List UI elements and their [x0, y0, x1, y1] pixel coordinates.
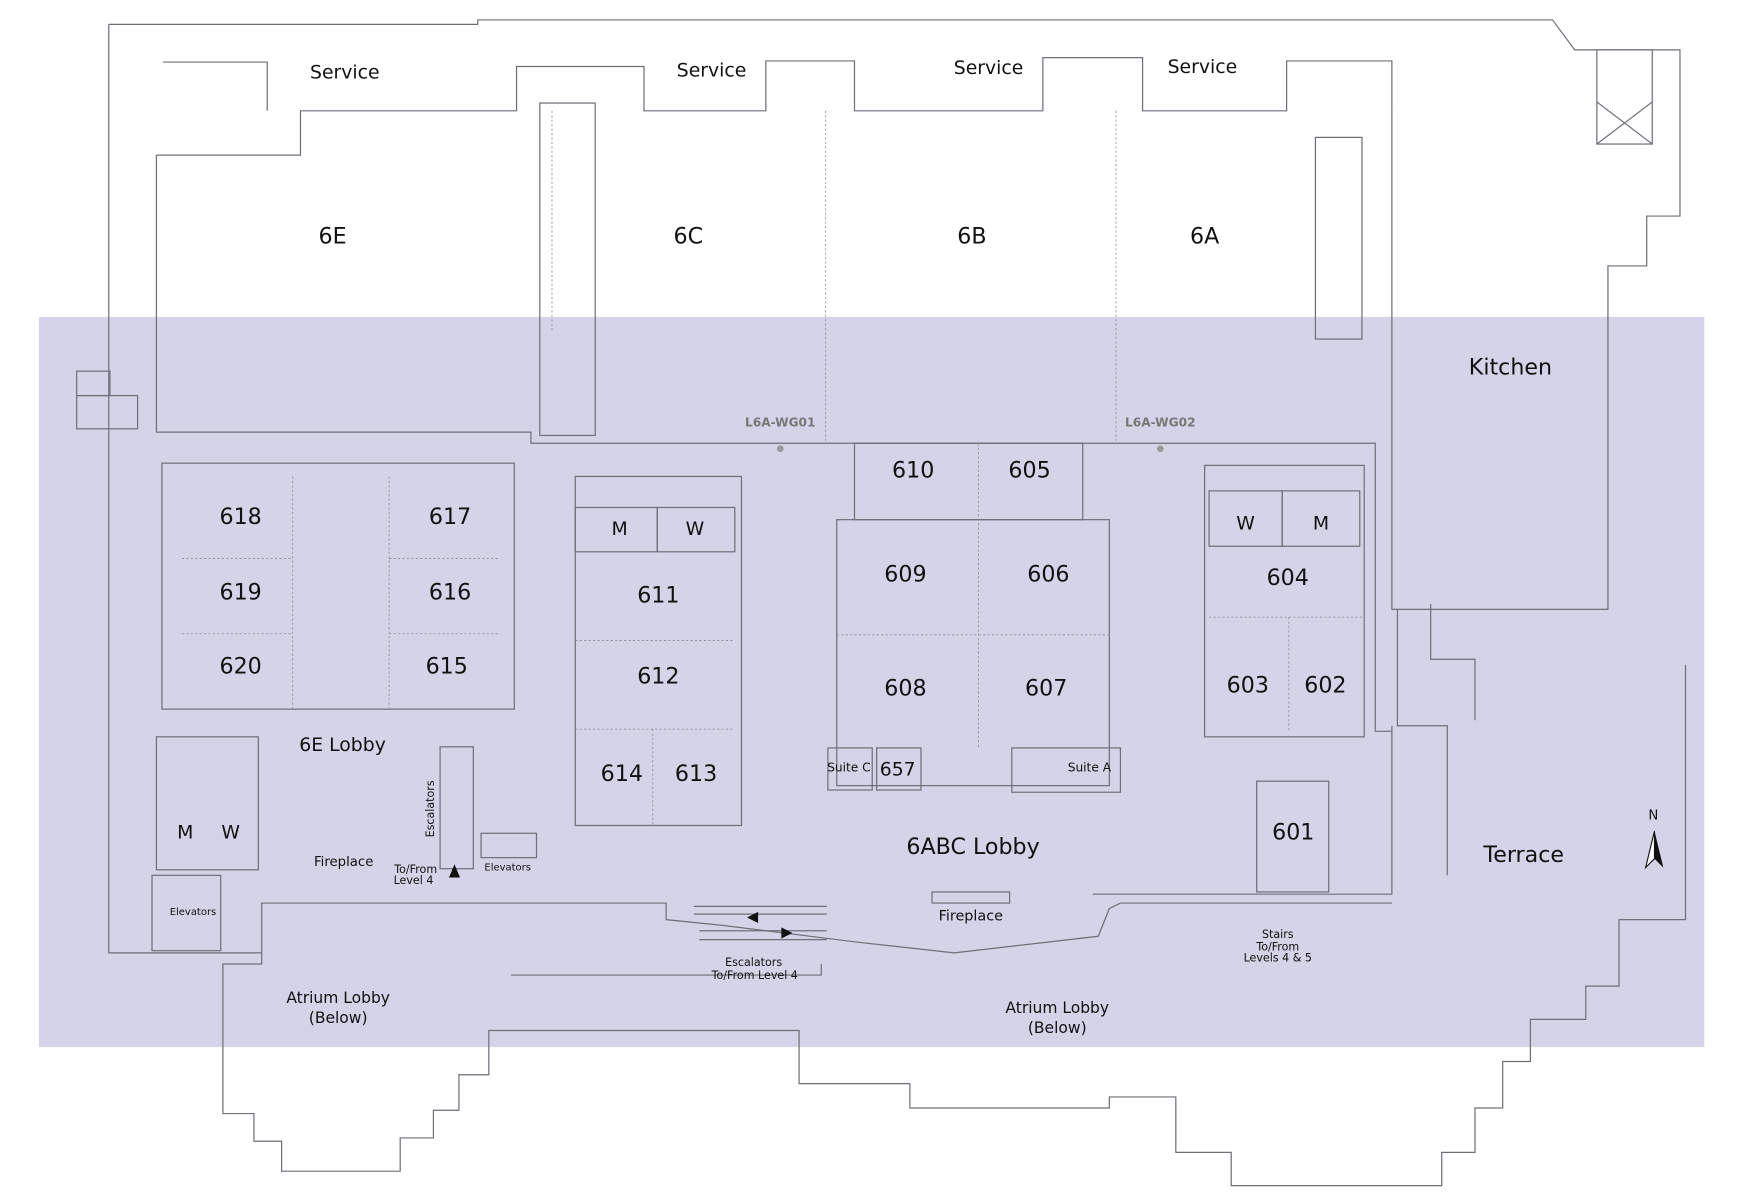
- wayfinding-points: [776, 445, 1164, 453]
- room-602[interactable]: 602: [1304, 672, 1346, 698]
- kitchen-label: Kitchen: [1469, 354, 1552, 380]
- escalators-west-level: Level 4: [394, 874, 434, 887]
- atrium-east-below: (Below): [1028, 1019, 1087, 1037]
- escalators-center-to: To/From Level 4: [711, 969, 798, 982]
- arrow-left-icon: [747, 911, 759, 923]
- restroom-men: M: [1313, 514, 1329, 535]
- atrium-west-label: Atrium Lobby: [286, 989, 390, 1007]
- restroom-women: W: [1236, 514, 1255, 535]
- wayfinding-wg01: L6A-WG01: [745, 416, 816, 430]
- lobby-6e[interactable]: 6E Lobby: [299, 735, 386, 756]
- arrow-up-icon: [448, 864, 461, 878]
- stairs-to: To/From: [1255, 940, 1299, 953]
- stairs-levels: Levels 4 & 5: [1244, 951, 1312, 964]
- room-614[interactable]: 614: [601, 761, 643, 787]
- lobby-6abc[interactable]: 6ABC Lobby: [906, 834, 1039, 860]
- escalators-center-label: Escalators: [725, 956, 782, 969]
- room-610[interactable]: 610: [892, 457, 934, 483]
- restroom-men: M: [177, 823, 193, 844]
- room-605[interactable]: 605: [1008, 457, 1050, 483]
- service-label: Service: [954, 58, 1024, 79]
- ballroom-6e[interactable]: 6E: [319, 224, 347, 250]
- north-label: N: [1648, 809, 1658, 824]
- room-620[interactable]: 620: [219, 654, 261, 680]
- service-label: Service: [310, 63, 380, 84]
- room-611[interactable]: 611: [637, 583, 679, 609]
- fireplace-west: Fireplace: [314, 855, 373, 870]
- suite-c[interactable]: Suite C: [827, 760, 870, 774]
- room-616[interactable]: 616: [429, 579, 471, 605]
- room-603[interactable]: 603: [1227, 672, 1269, 698]
- room-604[interactable]: 604: [1267, 565, 1309, 591]
- atrium-east-label: Atrium Lobby: [1005, 999, 1109, 1017]
- ballroom-6c[interactable]: 6C: [673, 224, 703, 250]
- service-label: Service: [1168, 57, 1238, 78]
- room-outlines: [151, 110, 1365, 952]
- restroom-women: W: [686, 519, 705, 540]
- room-615[interactable]: 615: [426, 654, 468, 680]
- room-617[interactable]: 617: [429, 504, 471, 530]
- escalators-west-to: To/From: [393, 863, 437, 876]
- escalator-arrows: [448, 864, 793, 939]
- service-label: Service: [677, 60, 747, 81]
- stairs-label: Stairs: [1262, 928, 1294, 941]
- room-618[interactable]: 618: [219, 504, 261, 530]
- atrium-west-below: (Below): [309, 1009, 368, 1027]
- room-657[interactable]: 657: [880, 760, 916, 781]
- room-609[interactable]: 609: [884, 562, 926, 588]
- ballroom-6a[interactable]: 6A: [1190, 224, 1219, 250]
- north-arrow-icon: [1644, 830, 1664, 870]
- room-612[interactable]: 612: [637, 664, 679, 690]
- restroom-men: M: [611, 519, 627, 540]
- room-601[interactable]: 601: [1272, 820, 1314, 846]
- highlight-region: [38, 316, 1705, 1048]
- labels: Service Service Service Service 6E 6C 6B…: [170, 57, 1659, 1037]
- elevators-west: Elevators: [170, 907, 217, 918]
- restroom-women: W: [221, 823, 240, 844]
- walls: [76, 19, 1687, 1187]
- room-608[interactable]: 608: [884, 676, 926, 702]
- elevators-center: Elevators: [484, 863, 531, 874]
- room-607[interactable]: 607: [1025, 676, 1067, 702]
- arrow-right-icon: [781, 927, 793, 939]
- wayfinding-wg02: L6A-WG02: [1125, 416, 1196, 430]
- room-606[interactable]: 606: [1027, 562, 1069, 588]
- terrace-label: Terrace: [1482, 842, 1564, 868]
- escalators-west-label: Escalators: [424, 780, 437, 837]
- ballroom-6b[interactable]: 6B: [957, 224, 986, 250]
- room-613[interactable]: 613: [675, 761, 717, 787]
- fireplace-center: Fireplace: [939, 908, 1004, 924]
- room-619[interactable]: 619: [219, 579, 261, 605]
- suite-a[interactable]: Suite A: [1068, 760, 1112, 774]
